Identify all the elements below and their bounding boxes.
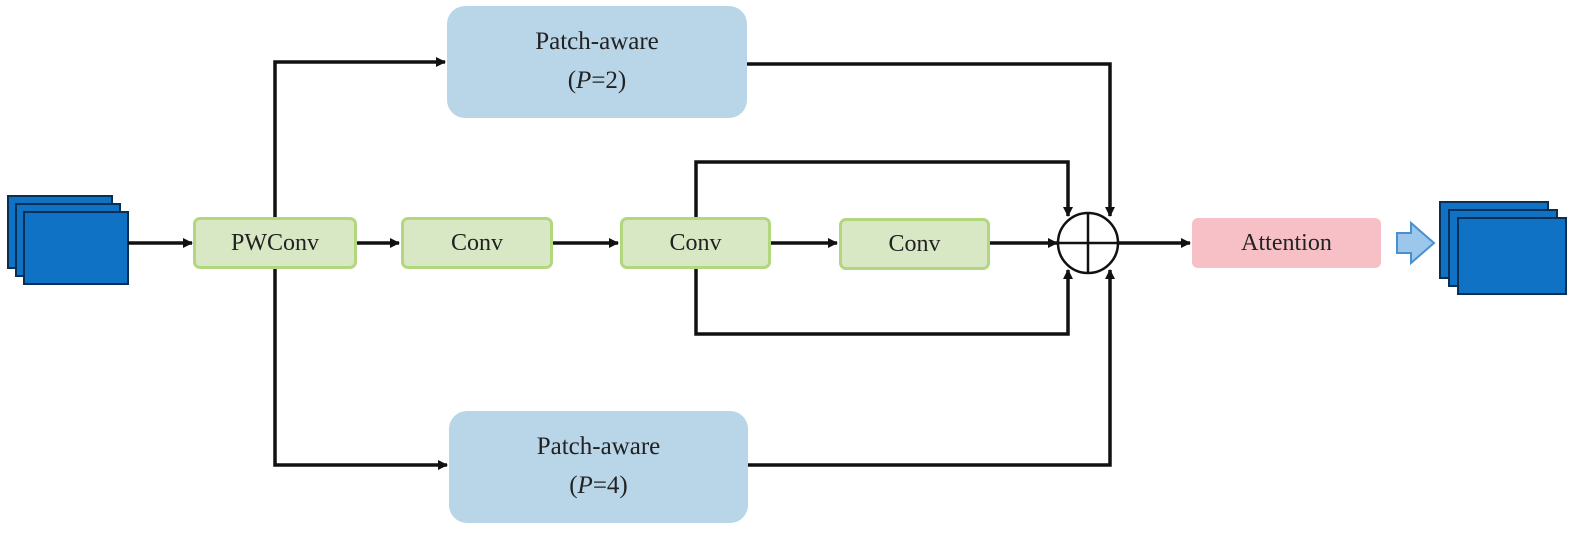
- skip-connection-bottom: [694, 243, 1073, 336]
- arrow-pwconv-to-patch-bottom: [273, 269, 448, 470]
- conv-block-1: Conv: [401, 217, 553, 269]
- conv-block-2: Conv: [620, 217, 771, 269]
- pwconv-block: PWConv: [193, 217, 357, 269]
- output-arrow-icon: [1396, 220, 1436, 266]
- patch-aware-p4-title: Patch-aware: [536, 433, 661, 461]
- circled-plus-icon: [1056, 211, 1120, 275]
- arrow-patch-top-to-merge: [746, 62, 1115, 217]
- attention-label: Attention: [1241, 229, 1332, 256]
- attention-block: Attention: [1192, 218, 1381, 268]
- patch-aware-p4-param-value: =4): [592, 472, 628, 499]
- conv-2-label: Conv: [669, 229, 722, 256]
- arrow-patch-bottom-to-merge: [746, 269, 1115, 467]
- patch-aware-p2-param-var: P: [576, 67, 592, 94]
- skip-connection-top: [694, 160, 1073, 243]
- input-feature-map-icon: [7, 195, 129, 285]
- conv-block-3: Conv: [839, 218, 990, 270]
- patch-aware-p2-param: (P=2): [568, 62, 627, 101]
- output-feature-map-icon: [1439, 201, 1567, 295]
- patch-aware-p2-param-value: =2): [591, 67, 627, 94]
- conv-3-label: Conv: [888, 230, 941, 257]
- patch-aware-p4-block: Patch-aware (P=4): [449, 411, 748, 523]
- conv-1-label: Conv: [450, 229, 503, 256]
- patch-aware-p4-param-var: P: [577, 472, 593, 499]
- patch-aware-p4-param-open: (: [569, 472, 578, 499]
- arrow-pwconv-to-patch-top: [273, 57, 446, 217]
- patch-aware-p2-param-open: (: [567, 67, 577, 94]
- patch-aware-p4-param: (P=4): [569, 467, 628, 506]
- patch-aware-p2-block: Patch-aware (P=2): [447, 6, 747, 118]
- pwconv-label: PWConv: [230, 229, 319, 256]
- patch-aware-p2-title: Patch-aware: [535, 28, 659, 56]
